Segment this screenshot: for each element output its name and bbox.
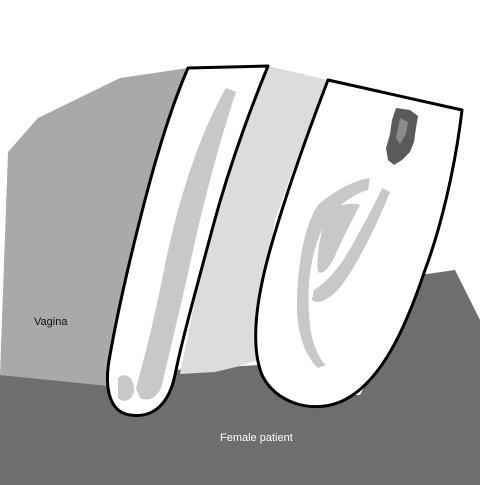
female-patient-label: Female patient xyxy=(220,432,293,444)
right-body-inner-lobe xyxy=(312,188,390,302)
right-body-inner-band xyxy=(296,178,370,368)
lesion-highlight xyxy=(396,118,408,144)
vagina-wall-region xyxy=(0,68,188,386)
left-tube-tip-band xyxy=(118,375,134,401)
left-tube-inner-band xyxy=(136,88,236,400)
central-channel xyxy=(180,66,328,374)
patient-floor-region xyxy=(0,270,480,485)
vagina-label: Vagina xyxy=(34,316,68,328)
right-body-inner-strip xyxy=(317,203,360,273)
